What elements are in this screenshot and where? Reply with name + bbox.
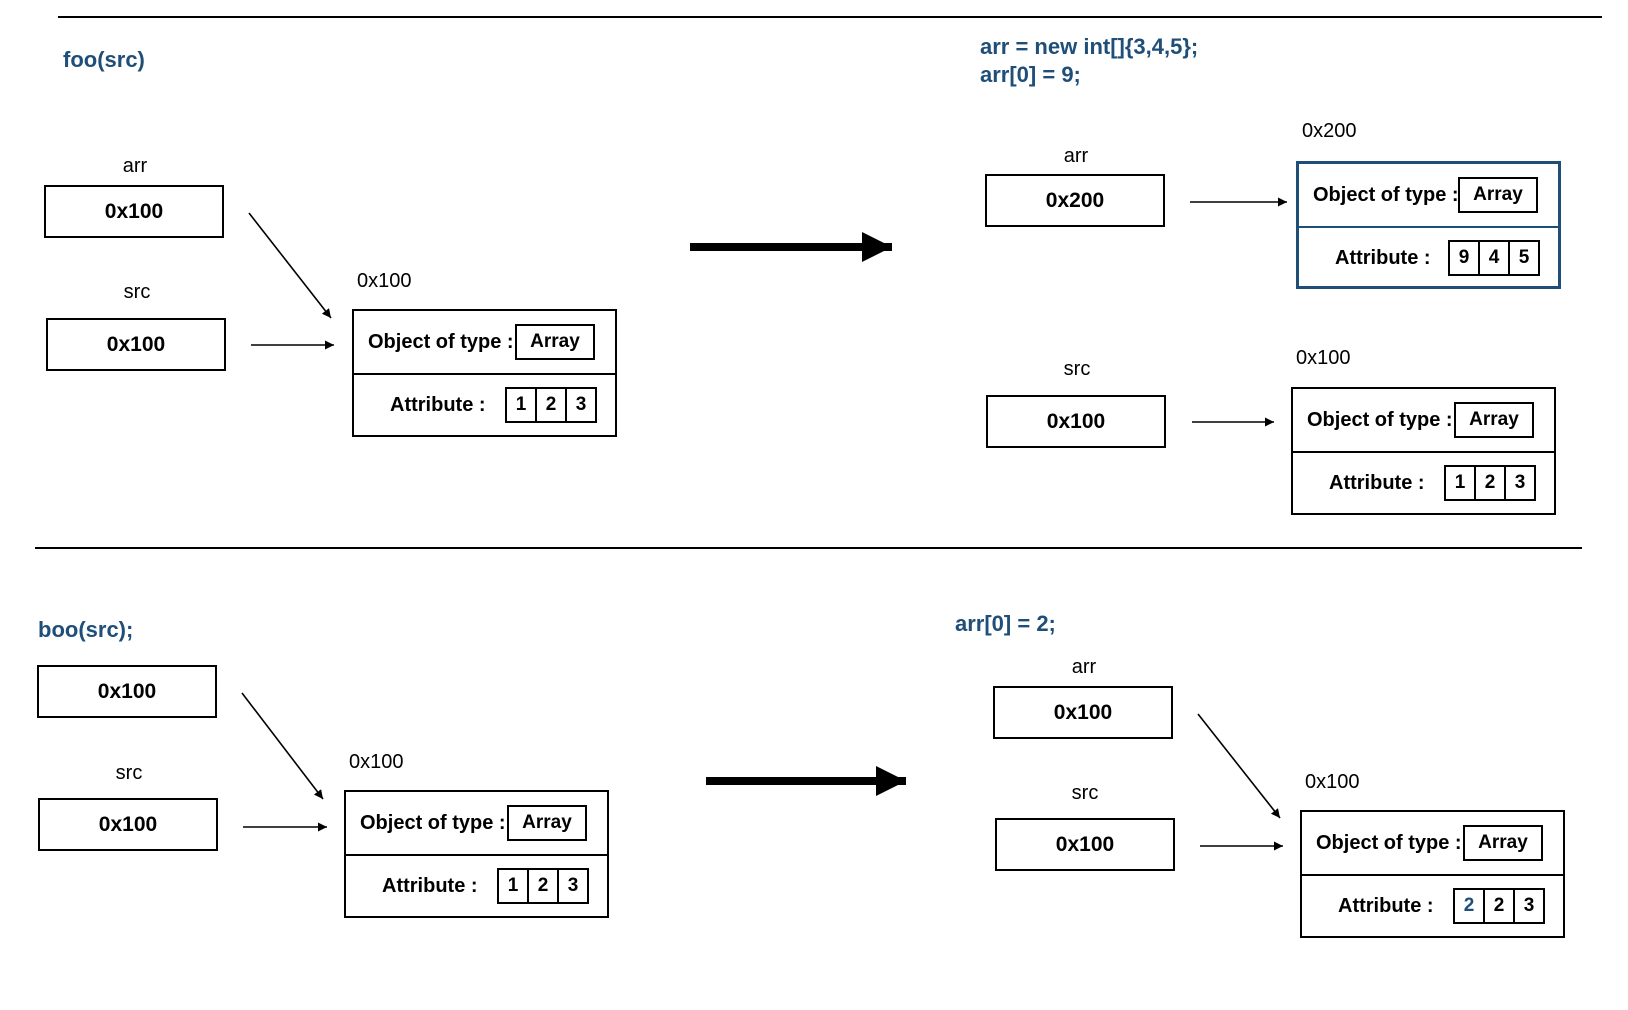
foo-caption: foo(src) — [63, 47, 145, 72]
foo-after-new-object-address: 0x200 — [1302, 120, 1357, 142]
array-cells: 1 2 3 — [497, 868, 589, 904]
boo-array-object: Object of type : Array Attribute : 1 2 3 — [344, 790, 609, 918]
foo-array-object: Object of type : Array Attribute : 1 2 3 — [352, 309, 617, 437]
array-cell: 2 — [1483, 888, 1515, 924]
object-type-row: Object of type : Array — [354, 311, 615, 375]
array-cell: 9 — [1448, 240, 1480, 276]
attribute-label: Attribute : — [1335, 246, 1431, 269]
boo-arr-pointer-arrow — [241, 692, 324, 800]
boo-after-arr-reference-box: 0x100 — [993, 686, 1173, 739]
array-cell: 2 — [535, 387, 567, 423]
object-type-label: Object of type : — [1313, 183, 1459, 206]
boo-after-src-reference-box: 0x100 — [995, 818, 1175, 871]
array-cell: 3 — [1504, 465, 1536, 501]
object-attribute-row: Attribute : 1 2 3 — [346, 855, 607, 917]
object-type-value: Array — [1463, 825, 1543, 861]
attribute-label: Attribute : — [1329, 471, 1425, 494]
array-cell-changed: 2 — [1453, 888, 1485, 924]
object-type-row: Object of type : Array — [1299, 164, 1558, 228]
foo-after-old-object-address: 0x100 — [1296, 347, 1351, 369]
boo-after-arr-label: arr — [1071, 656, 1097, 678]
foo-object-address: 0x100 — [357, 270, 412, 292]
boo-object-address: 0x100 — [349, 751, 404, 773]
foo-after-caption: arr = new int[]{3,4,5}; arr[0] = 9; — [980, 34, 1199, 87]
object-attribute-row: Attribute : 1 2 3 — [354, 374, 615, 436]
object-type-label: Object of type : — [1307, 408, 1453, 431]
array-cell: 2 — [527, 868, 559, 904]
array-cell: 5 — [1508, 240, 1540, 276]
object-type-value: Array — [507, 805, 587, 841]
foo-arr-reference-box: 0x100 — [44, 185, 224, 238]
boo-caption: boo(src); — [38, 617, 134, 642]
object-type-value: Array — [1458, 177, 1538, 213]
object-type-row: Object of type : Array — [1293, 389, 1554, 453]
middle-separator — [35, 547, 1582, 549]
foo-after-arr-reference-box: 0x200 — [985, 174, 1165, 227]
boo-after-caption: arr[0] = 2; — [955, 611, 1056, 636]
object-attribute-row: Attribute : 2 2 3 — [1302, 875, 1563, 937]
object-type-label: Object of type : — [360, 811, 506, 834]
array-cell: 3 — [565, 387, 597, 423]
foo-src-label: src — [123, 281, 151, 303]
array-cells: 9 4 5 — [1448, 240, 1540, 276]
foo-arr-pointer-arrow — [248, 212, 332, 319]
foo-after-old-array-object: Object of type : Array Attribute : 1 2 3 — [1291, 387, 1556, 515]
array-cells: 1 2 3 — [505, 387, 597, 423]
object-type-value: Array — [515, 324, 595, 360]
attribute-label: Attribute : — [1338, 894, 1434, 917]
attribute-label: Attribute : — [382, 874, 478, 897]
object-type-row: Object of type : Array — [1302, 812, 1563, 876]
boo-src-reference-box: 0x100 — [38, 798, 218, 851]
foo-after-new-array-object: Object of type : Array Attribute : 9 4 5 — [1296, 161, 1561, 289]
array-cell: 1 — [497, 868, 529, 904]
array-cell: 1 — [1444, 465, 1476, 501]
array-cell: 2 — [1474, 465, 1506, 501]
array-cell: 3 — [1513, 888, 1545, 924]
array-cell: 4 — [1478, 240, 1510, 276]
object-attribute-row: Attribute : 1 2 3 — [1293, 452, 1554, 514]
object-attribute-row: Attribute : 9 4 5 — [1299, 227, 1558, 289]
object-type-label: Object of type : — [368, 330, 514, 353]
boo-after-object-address: 0x100 — [1305, 771, 1360, 793]
boo-src-label: src — [115, 762, 143, 784]
foo-after-src-label: src — [1063, 358, 1091, 380]
boo-after-arr-pointer-arrow — [1197, 713, 1281, 819]
boo-after-array-object: Object of type : Array Attribute : 2 2 3 — [1300, 810, 1565, 938]
array-cells: 2 2 3 — [1453, 888, 1545, 924]
top-separator — [58, 16, 1602, 18]
array-cells: 1 2 3 — [1444, 465, 1536, 501]
foo-arr-label: arr — [122, 155, 148, 177]
object-type-label: Object of type : — [1316, 831, 1462, 854]
array-cell: 1 — [505, 387, 537, 423]
object-type-value: Array — [1454, 402, 1534, 438]
boo-after-src-label: src — [1071, 782, 1099, 804]
array-cell: 3 — [557, 868, 589, 904]
boo-arr-reference-box: 0x100 — [37, 665, 217, 718]
foo-after-src-reference-box: 0x100 — [986, 395, 1166, 448]
object-type-row: Object of type : Array — [346, 792, 607, 856]
foo-after-arr-label: arr — [1063, 145, 1089, 167]
foo-src-reference-box: 0x100 — [46, 318, 226, 371]
attribute-label: Attribute : — [390, 393, 486, 416]
